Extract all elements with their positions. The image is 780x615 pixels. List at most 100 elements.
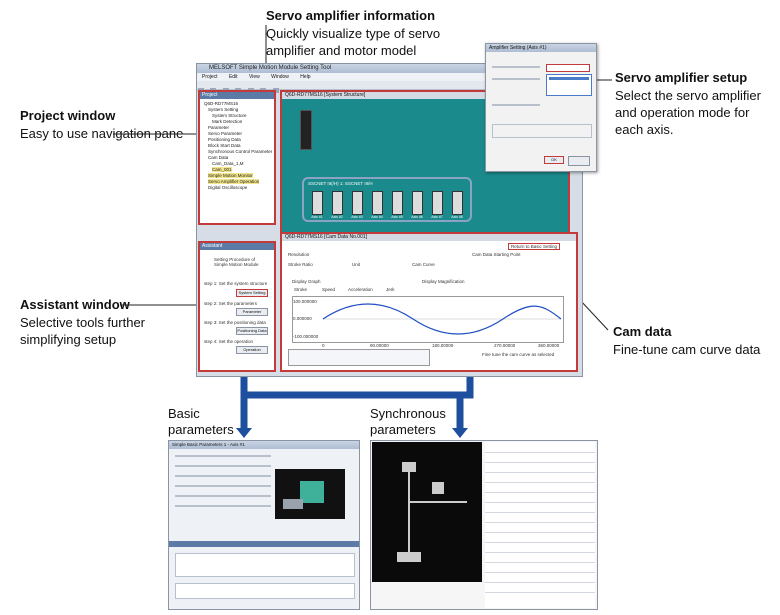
- assistant-window: Assistant Setting Procedure of Simple Mo…: [198, 241, 276, 372]
- servo-setup-desc-2: and operation mode for: [615, 105, 750, 120]
- project-window-title: Project window: [20, 108, 116, 123]
- tree-item-mark-detection[interactable]: Mark Detection: [212, 119, 243, 124]
- assistant-step-4: step 4: Set the operation: [204, 339, 254, 344]
- tree-item-module[interactable]: Q6D-RD77MS16: [204, 101, 239, 106]
- selected-model-row[interactable]: [549, 77, 589, 80]
- system-structure-tab[interactable]: Q6D-RD77MS16 [System Structure]: [282, 92, 568, 99]
- assistant-step-3: step 3: Set the positioning data: [204, 320, 266, 325]
- amplifier-model-select[interactable]: [546, 64, 590, 72]
- tree-item-parameter[interactable]: Parameter: [208, 125, 230, 130]
- assistant-window-desc-1: Selective tools further: [20, 315, 146, 330]
- cam-leader: [579, 299, 609, 331]
- amplifier-model-list[interactable]: [546, 74, 592, 96]
- basic-field-line: [175, 465, 271, 467]
- servo-info-desc-2: amplifier and motor model: [266, 43, 417, 58]
- assistant-step-1: step 1: Set the system structure: [204, 281, 268, 286]
- cancel-button[interactable]: [568, 156, 590, 166]
- x-tick: 0: [322, 343, 325, 348]
- menu-help[interactable]: Help: [300, 74, 311, 80]
- output-axis: [397, 552, 421, 562]
- cam-data-title: Cam data: [613, 324, 672, 339]
- basic-parameters-window: Simple Basic Parameters 1 - Axis #1: [168, 440, 360, 610]
- tree-item-system-setting[interactable]: System Setting: [208, 107, 239, 112]
- basic-field-line: [175, 475, 271, 477]
- servo-info-title: Servo amplifier information: [266, 8, 436, 23]
- servo-amp-axis-7[interactable]: [432, 191, 443, 215]
- tree-item-servo-parameter[interactable]: Servo Parameter: [208, 131, 243, 136]
- table-row-divider: [485, 572, 595, 573]
- machine-illustration: [275, 469, 345, 519]
- operation-button[interactable]: Operation: [236, 346, 268, 354]
- parameter-button[interactable]: Parameter: [236, 308, 268, 316]
- project-window-desc: Easy to use navigation pane: [20, 126, 184, 141]
- x-tick: 270.00000: [494, 343, 516, 348]
- cam-curve-svg: [322, 303, 562, 335]
- basic-window-title: Simple Basic Parameters 1 - Axis #1: [169, 441, 359, 449]
- servo-amp-axis-2[interactable]: [332, 191, 343, 215]
- tree-item-sync-control-parameter[interactable]: Synchronous Control Parameter: [208, 149, 273, 154]
- basic-field-line: [175, 505, 271, 507]
- tree-item-digital-oscilloscope[interactable]: Digital Oscilloscope: [208, 185, 248, 190]
- positioning-data-button[interactable]: Positioning Data: [236, 327, 268, 335]
- cam-data-tab[interactable]: Q6D-RD77MS16 [Cam Data No.001]: [282, 234, 576, 241]
- return-basic-setting-button[interactable]: Return to Basic Setting: [508, 243, 561, 250]
- y-tick: 0.000000: [293, 316, 312, 321]
- menu-window[interactable]: Window: [271, 74, 289, 80]
- cam-curve-graph[interactable]: 100.000000 0.000000 -100.000000: [292, 296, 564, 343]
- basic-field-line: [175, 495, 271, 497]
- servo-setup-desc-1: Select the servo amplifier: [615, 88, 761, 103]
- tree-item-cam-data[interactable]: Cam Data: [208, 155, 229, 160]
- servo-amp-axis-1[interactable]: [312, 191, 323, 215]
- main-shaft-gear: [402, 462, 416, 472]
- table-row-divider: [485, 462, 595, 463]
- assistant-window-title: Assistant window: [20, 297, 130, 312]
- table-row-divider: [485, 522, 595, 523]
- tree-item-system-structure[interactable]: System Structure: [212, 113, 247, 118]
- servo-amp-axis-4[interactable]: [372, 191, 383, 215]
- cam-section-table[interactable]: [288, 349, 430, 366]
- axis-label: Axis #5: [391, 215, 403, 219]
- fine-tune-checkbox-label[interactable]: Fine tune the cam curve as selected: [482, 352, 555, 357]
- ok-button[interactable]: OK: [544, 156, 564, 164]
- tree-item-cam-001[interactable]: Cam_001: [212, 167, 232, 172]
- sync-control-diagram[interactable]: [372, 442, 482, 582]
- axis-label: Axis #6: [411, 215, 423, 219]
- dialog-field-line: [492, 66, 540, 68]
- plc-module-image: [300, 110, 312, 150]
- sync-parameter-table[interactable]: [485, 442, 595, 608]
- axis-label: Axis #2: [331, 215, 343, 219]
- axis-label: Axis #8: [451, 215, 463, 219]
- servo-setup-desc-3: each axis.: [615, 122, 674, 137]
- aux-shaft-gear: [432, 482, 444, 494]
- menu-view[interactable]: View: [248, 74, 260, 80]
- basic-arrow-head: [236, 428, 252, 438]
- unit-label: Unit: [352, 262, 361, 267]
- tree-item-cam-data-1[interactable]: Cam_Data_1,M: [212, 161, 244, 166]
- menu-edit[interactable]: Edit: [228, 74, 238, 80]
- servo-amplifier-group: SSCNET III(/H) 1: SSCNET III/H Axis #1 A…: [302, 177, 472, 222]
- servo-amp-axis-6[interactable]: [412, 191, 423, 215]
- legend-jerk[interactable]: Jerk: [386, 287, 395, 292]
- table-row-divider: [485, 452, 595, 453]
- tree-item-block-start-data[interactable]: Block Start Data: [208, 143, 241, 148]
- legend-acceleration[interactable]: Acceleration: [348, 287, 373, 292]
- menu-project[interactable]: Project: [202, 74, 218, 80]
- legend-stroke[interactable]: Stroke: [294, 287, 308, 292]
- stroke-ratio-label: Stroke Ratio: [288, 262, 313, 267]
- dialog-field-line: [492, 104, 540, 106]
- servo-amp-axis-3[interactable]: [352, 191, 363, 215]
- x-tick: 360.00000: [538, 343, 560, 348]
- project-window: Project Q6D-RD77MS16 System Setting Syst…: [198, 90, 276, 225]
- tree-item-servo-amp-operation[interactable]: Servo Amplifier Operation: [208, 179, 260, 184]
- table-row-divider: [485, 562, 595, 563]
- calculation-result-bar: [169, 541, 359, 547]
- system-setting-button[interactable]: System Setting: [236, 289, 268, 297]
- operation-mode-group[interactable]: [492, 124, 592, 138]
- tree-item-simple-motion-monitor[interactable]: Simple Motion Monitor: [208, 173, 253, 178]
- servo-amp-axis-5[interactable]: [392, 191, 403, 215]
- machine-block: [300, 481, 324, 503]
- table-row-divider: [485, 492, 595, 493]
- tree-item-positioning-data[interactable]: Positioning Data: [208, 137, 241, 142]
- legend-speed[interactable]: Speed: [322, 287, 336, 292]
- servo-amp-axis-8[interactable]: [452, 191, 463, 215]
